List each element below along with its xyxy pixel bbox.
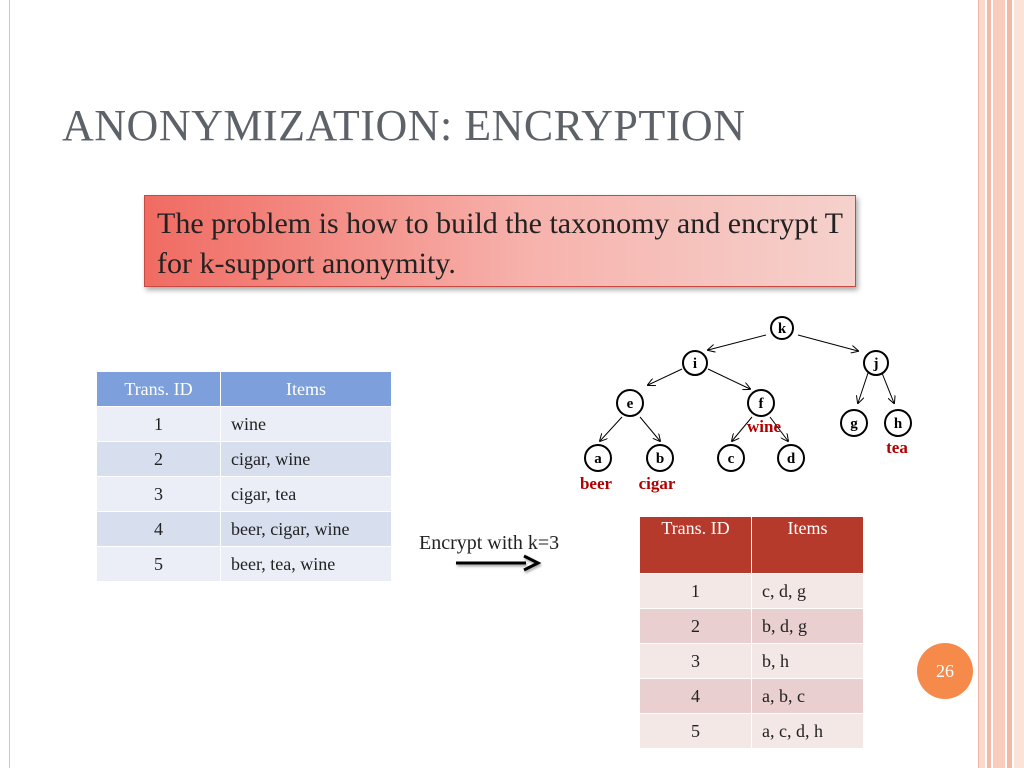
tree-node-g: g	[840, 409, 868, 437]
table-header-row: Trans. ID Items	[96, 371, 392, 407]
encrypted-transactions-table: Trans. ID Items 1 c, d, g 2 b, d, g 3 b,…	[639, 516, 864, 749]
trans-id-cell: 5	[639, 713, 752, 749]
header-trans-id: Trans. ID	[96, 371, 221, 407]
taxonomy-tree: k i j e f g h a b c d wine tea beer cig	[580, 316, 912, 493]
slide-title: ANONYMIZATION: ENCRYPTION	[62, 101, 746, 150]
tree-node-f: f	[747, 389, 775, 417]
encrypt-label: Encrypt with k=3	[419, 532, 560, 554]
items-cell: a, b, c	[751, 678, 864, 714]
node-label: c	[728, 451, 735, 467]
edge-f-d	[769, 416, 788, 441]
node-label: j	[873, 356, 879, 372]
tree-node-h: h	[884, 409, 912, 437]
node-label: k	[778, 321, 787, 337]
trans-id-cell: 5	[96, 546, 221, 582]
problem-callout: The problem is how to build the taxonomy…	[144, 195, 856, 287]
page-number-badge: 26	[917, 643, 973, 699]
tree-node-c: c	[717, 444, 745, 472]
right-arrow-icon	[456, 554, 542, 572]
tree-node-e: e	[616, 389, 644, 417]
header-trans-id: Trans. ID	[639, 516, 752, 574]
trans-id-cell: 4	[639, 678, 752, 714]
trans-id-cell: 2	[639, 608, 752, 644]
table-row: 2 b, d, g	[639, 608, 864, 644]
edge-i-f	[707, 368, 750, 389]
table-header-row: Trans. ID Items	[639, 516, 864, 574]
tree-node-d: d	[777, 444, 805, 472]
node-label: b	[656, 451, 664, 467]
edge-e-a	[600, 416, 623, 441]
items-cell: cigar, wine	[220, 441, 392, 477]
table-row: 4 a, b, c	[639, 678, 864, 714]
items-cell: beer, cigar, wine	[220, 511, 392, 547]
edge-e-b	[639, 416, 660, 441]
trans-id-cell: 1	[96, 406, 221, 442]
node-label: h	[894, 416, 903, 432]
trans-id-cell: 3	[639, 643, 752, 679]
node-label: f	[759, 396, 765, 412]
items-cell: beer, tea, wine	[220, 546, 392, 582]
table-row: 3 b, h	[639, 643, 864, 679]
tree-node-j: j	[863, 350, 889, 376]
items-cell: b, d, g	[751, 608, 864, 644]
trans-id-cell: 2	[96, 441, 221, 477]
edge-j-g	[858, 372, 869, 403]
items-cell: wine	[220, 406, 392, 442]
table-row: 1 wine	[96, 406, 392, 442]
node-label: a	[594, 451, 602, 467]
trans-id-cell: 1	[639, 573, 752, 609]
header-items: Items	[751, 516, 864, 574]
edge-k-j	[797, 334, 858, 351]
table-row: 2 cigar, wine	[96, 441, 392, 477]
tree-edges	[600, 334, 894, 441]
items-cell: b, h	[751, 643, 864, 679]
edge-i-e	[648, 368, 683, 385]
edge-k-i	[708, 334, 767, 350]
node-label: i	[693, 356, 697, 372]
node-label: g	[850, 416, 858, 432]
edge-f-c	[732, 416, 753, 441]
edge-j-h	[881, 372, 894, 403]
item-label-cigar: cigar	[639, 474, 676, 493]
original-transactions-table: Trans. ID Items 1 wine 2 cigar, wine 3 c…	[96, 371, 392, 582]
items-cell: a, c, d, h	[751, 713, 864, 749]
tree-node-k: k	[770, 316, 794, 340]
node-label: d	[787, 451, 796, 467]
trans-id-cell: 4	[96, 511, 221, 547]
table-row: 5 a, c, d, h	[639, 713, 864, 749]
node-label: e	[627, 396, 634, 412]
header-items: Items	[220, 371, 392, 407]
table-row: 3 cigar, tea	[96, 476, 392, 512]
trans-id-cell: 3	[96, 476, 221, 512]
item-label-wine: wine	[747, 417, 781, 436]
item-label-beer: beer	[580, 474, 613, 493]
tree-node-b: b	[646, 444, 674, 472]
table-row: 5 beer, tea, wine	[96, 546, 392, 582]
table-row: 1 c, d, g	[639, 573, 864, 609]
item-label-tea: tea	[886, 438, 908, 457]
table-row: 4 beer, cigar, wine	[96, 511, 392, 547]
tree-node-a: a	[584, 444, 612, 472]
items-cell: cigar, tea	[220, 476, 392, 512]
decorative-stripes	[979, 0, 1024, 768]
tree-node-i: i	[682, 350, 708, 376]
items-cell: c, d, g	[751, 573, 864, 609]
